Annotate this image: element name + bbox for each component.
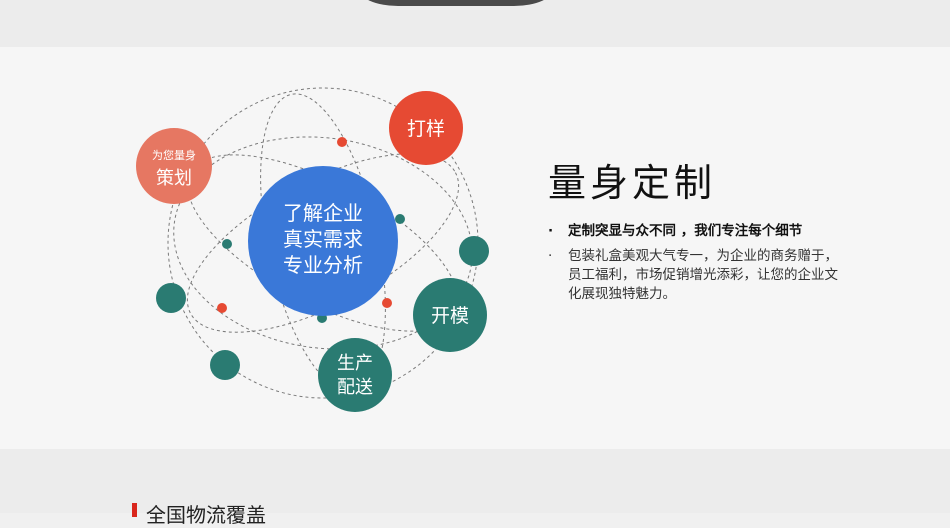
center-line-3: 专业分析: [283, 253, 363, 277]
feature-list: · 定制突显与众不同 ，我们专注每个细节 · 包装礼盒美观大气专一，为企业的商务…: [548, 222, 848, 306]
node-dot: [395, 214, 405, 224]
node-dot: [217, 303, 227, 313]
custom-service-panel: 了解企业 真实需求 专业分析 打样 为您量身 策划 开模 生产 配送: [0, 47, 950, 449]
node-dot: [222, 239, 232, 249]
feature-text: 包装礼盒美观大气专一，为企业的商务赠于，员工福利，市场促销增光添彩，让您的企业文…: [568, 248, 838, 302]
mold-node: [413, 278, 487, 352]
mold-label: 开模: [431, 305, 469, 327]
teal-dot-right: [459, 236, 489, 266]
production-line-2: 配送: [337, 377, 373, 398]
planning-node: [136, 128, 212, 204]
center-line-2: 真实需求: [283, 227, 363, 251]
proof-label: 打样: [407, 118, 445, 140]
orbit-tilted-1: [186, 153, 460, 333]
section-accent-bar: [132, 503, 137, 517]
bullet-dot: ·: [548, 223, 554, 239]
service-network-diagram: 了解企业 真实需求 专业分析 打样 为您量身 策划 开模 生产 配送: [136, 87, 489, 412]
next-section: [0, 449, 950, 513]
feature-item: · 包装礼盒美观大气专一，为企业的商务赠于，员工福利，市场促销增光添彩，让您的企…: [548, 247, 848, 304]
bullet-dot: ·: [548, 248, 553, 264]
teal-dot-left: [156, 283, 186, 313]
planning-label: 策划: [156, 168, 192, 189]
teal-dot-bottom: [210, 350, 240, 380]
product-image-edge: [358, 0, 554, 6]
production-node: [318, 338, 392, 412]
section-heading: 量身定制: [548, 161, 717, 205]
feature-item: · 定制突显与众不同 ，我们专注每个细节: [548, 222, 848, 241]
production-line-1: 生产: [337, 353, 373, 374]
node-dot: [382, 298, 392, 308]
proof-node: [389, 91, 463, 165]
next-section-title: 全国物流覆盖: [146, 503, 266, 527]
center-node: [248, 166, 398, 316]
node-dot: [337, 137, 347, 147]
planning-small-label: 为您量身: [152, 148, 196, 162]
center-line-1: 了解企业: [283, 201, 363, 225]
feature-text: 定制突显与众不同 ，我们专注每个细节: [568, 223, 803, 239]
top-strip: [0, 0, 950, 47]
